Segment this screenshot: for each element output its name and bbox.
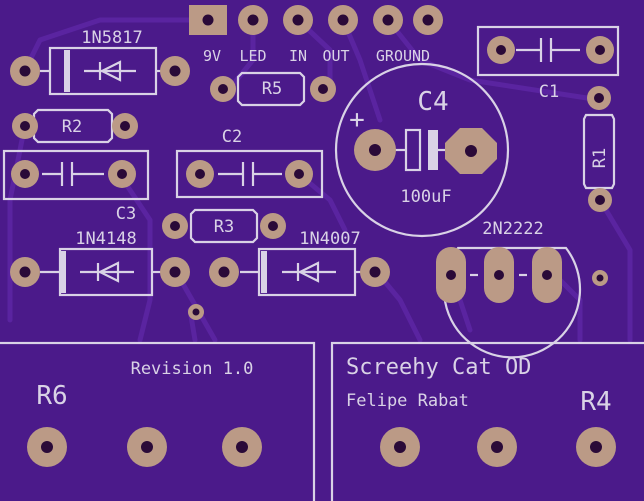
capacitor-c4: C4 + 100uF (334, 62, 510, 238)
project-title: Screehy Cat OD (346, 355, 531, 380)
author-name: Felipe Rabat (346, 391, 469, 411)
resistor-r2: R2 (12, 108, 138, 144)
potentiometer-r6: Revision 1.0 R6 (0, 341, 316, 501)
label-r3: R3 (214, 217, 234, 237)
pin-label-in: IN (289, 47, 307, 65)
resistor-r3: R3 (162, 208, 286, 244)
pin-label-out: OUT (322, 47, 349, 65)
transistor-2n2222: 2N2222 (436, 219, 582, 359)
c4-polarity-plus: + (349, 105, 365, 135)
label-r4: R4 (580, 387, 611, 417)
pin-label-9v: 9V (203, 47, 221, 65)
label-c1: C1 (539, 82, 559, 102)
label-1n4148: 1N4148 (75, 229, 136, 249)
revision-text: Revision 1.0 (131, 359, 254, 379)
header-pins: 9V LED IN OUT GROUND (189, 5, 443, 65)
label-c3: C3 (116, 204, 136, 224)
resistor-r5: R5 (210, 71, 336, 107)
label-1n4007: 1N4007 (299, 229, 360, 249)
resistor-r1: R1 (582, 86, 616, 212)
label-r5: R5 (262, 79, 282, 99)
label-1n5817: 1N5817 (81, 28, 142, 48)
label-r6: R6 (36, 381, 67, 411)
capacitor-c2: C2 (175, 127, 324, 199)
diode-1n5817: 1N5817 (10, 28, 190, 96)
capacitor-c1: C1 (476, 25, 620, 102)
diode-1n4007: 1N4007 (209, 229, 390, 297)
diode-1n4148: 1N4148 (10, 229, 190, 297)
label-r2: R2 (62, 117, 82, 137)
label-r1: R1 (590, 148, 610, 168)
c4-value: 100uF (400, 187, 451, 207)
label-c4: C4 (417, 87, 448, 117)
capacitor-c3: C3 (2, 149, 150, 224)
pin-label-ground: GROUND (376, 47, 430, 65)
label-c2: C2 (222, 127, 242, 147)
potentiometer-r4: Screehy Cat OD Felipe Rabat R4 (330, 341, 644, 501)
pin-label-led: LED (239, 47, 266, 65)
label-2n2222: 2N2222 (482, 219, 543, 239)
